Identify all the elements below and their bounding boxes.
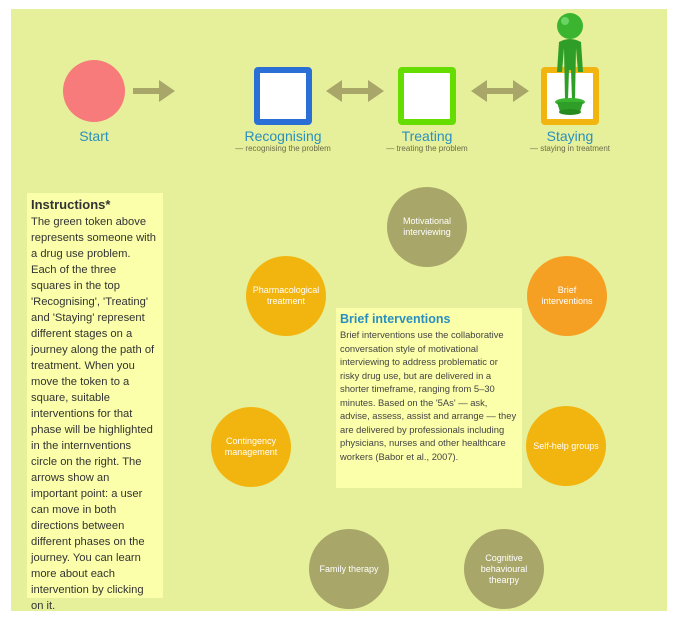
- bidirectional-arrow-icon: [326, 80, 384, 102]
- node-family-therapy[interactable]: Family therapy: [309, 529, 389, 609]
- right-arrow-icon: [133, 80, 175, 102]
- recognising-sub: — recognising the problem: [235, 144, 331, 153]
- node-contingency-management[interactable]: Contingency management: [211, 407, 291, 487]
- treating-sub: — treating the problem: [386, 144, 468, 153]
- intervention-info-box: Brief interventions Brief interventions …: [336, 308, 522, 488]
- instructions-title: Instructions*: [31, 197, 111, 212]
- instructions-body: The green token above represents someone…: [31, 216, 156, 612]
- treating-square[interactable]: [398, 67, 456, 125]
- bidirectional-arrow-icon: [471, 80, 529, 102]
- node-cognitive-behavioural-therapy[interactable]: Cognitive behavioural thearpy: [464, 529, 544, 609]
- info-title: Brief interventions: [340, 312, 451, 326]
- recognising-square[interactable]: [254, 67, 312, 125]
- start-circle[interactable]: [63, 60, 125, 122]
- instructions-panel: Instructions* The green token above repr…: [27, 193, 163, 612]
- recognising-label: Recognising: [244, 128, 322, 144]
- person-token-icon[interactable]: [545, 12, 595, 120]
- node-motivational-interviewing[interactable]: Motivational interviewing: [387, 187, 467, 267]
- node-pharmacological-treatment[interactable]: Pharmacological treatment: [246, 256, 326, 336]
- node-brief-interventions[interactable]: Brief interventions: [527, 256, 607, 336]
- start-label: Start: [79, 128, 109, 144]
- staying-label: Staying: [546, 128, 594, 144]
- treating-label: Treating: [401, 128, 453, 144]
- node-self-help-groups[interactable]: Self-help groups: [526, 406, 606, 486]
- info-body: Brief interventions use the collaborativ…: [340, 329, 517, 462]
- staying-sub: — staying in treatment: [529, 144, 611, 153]
